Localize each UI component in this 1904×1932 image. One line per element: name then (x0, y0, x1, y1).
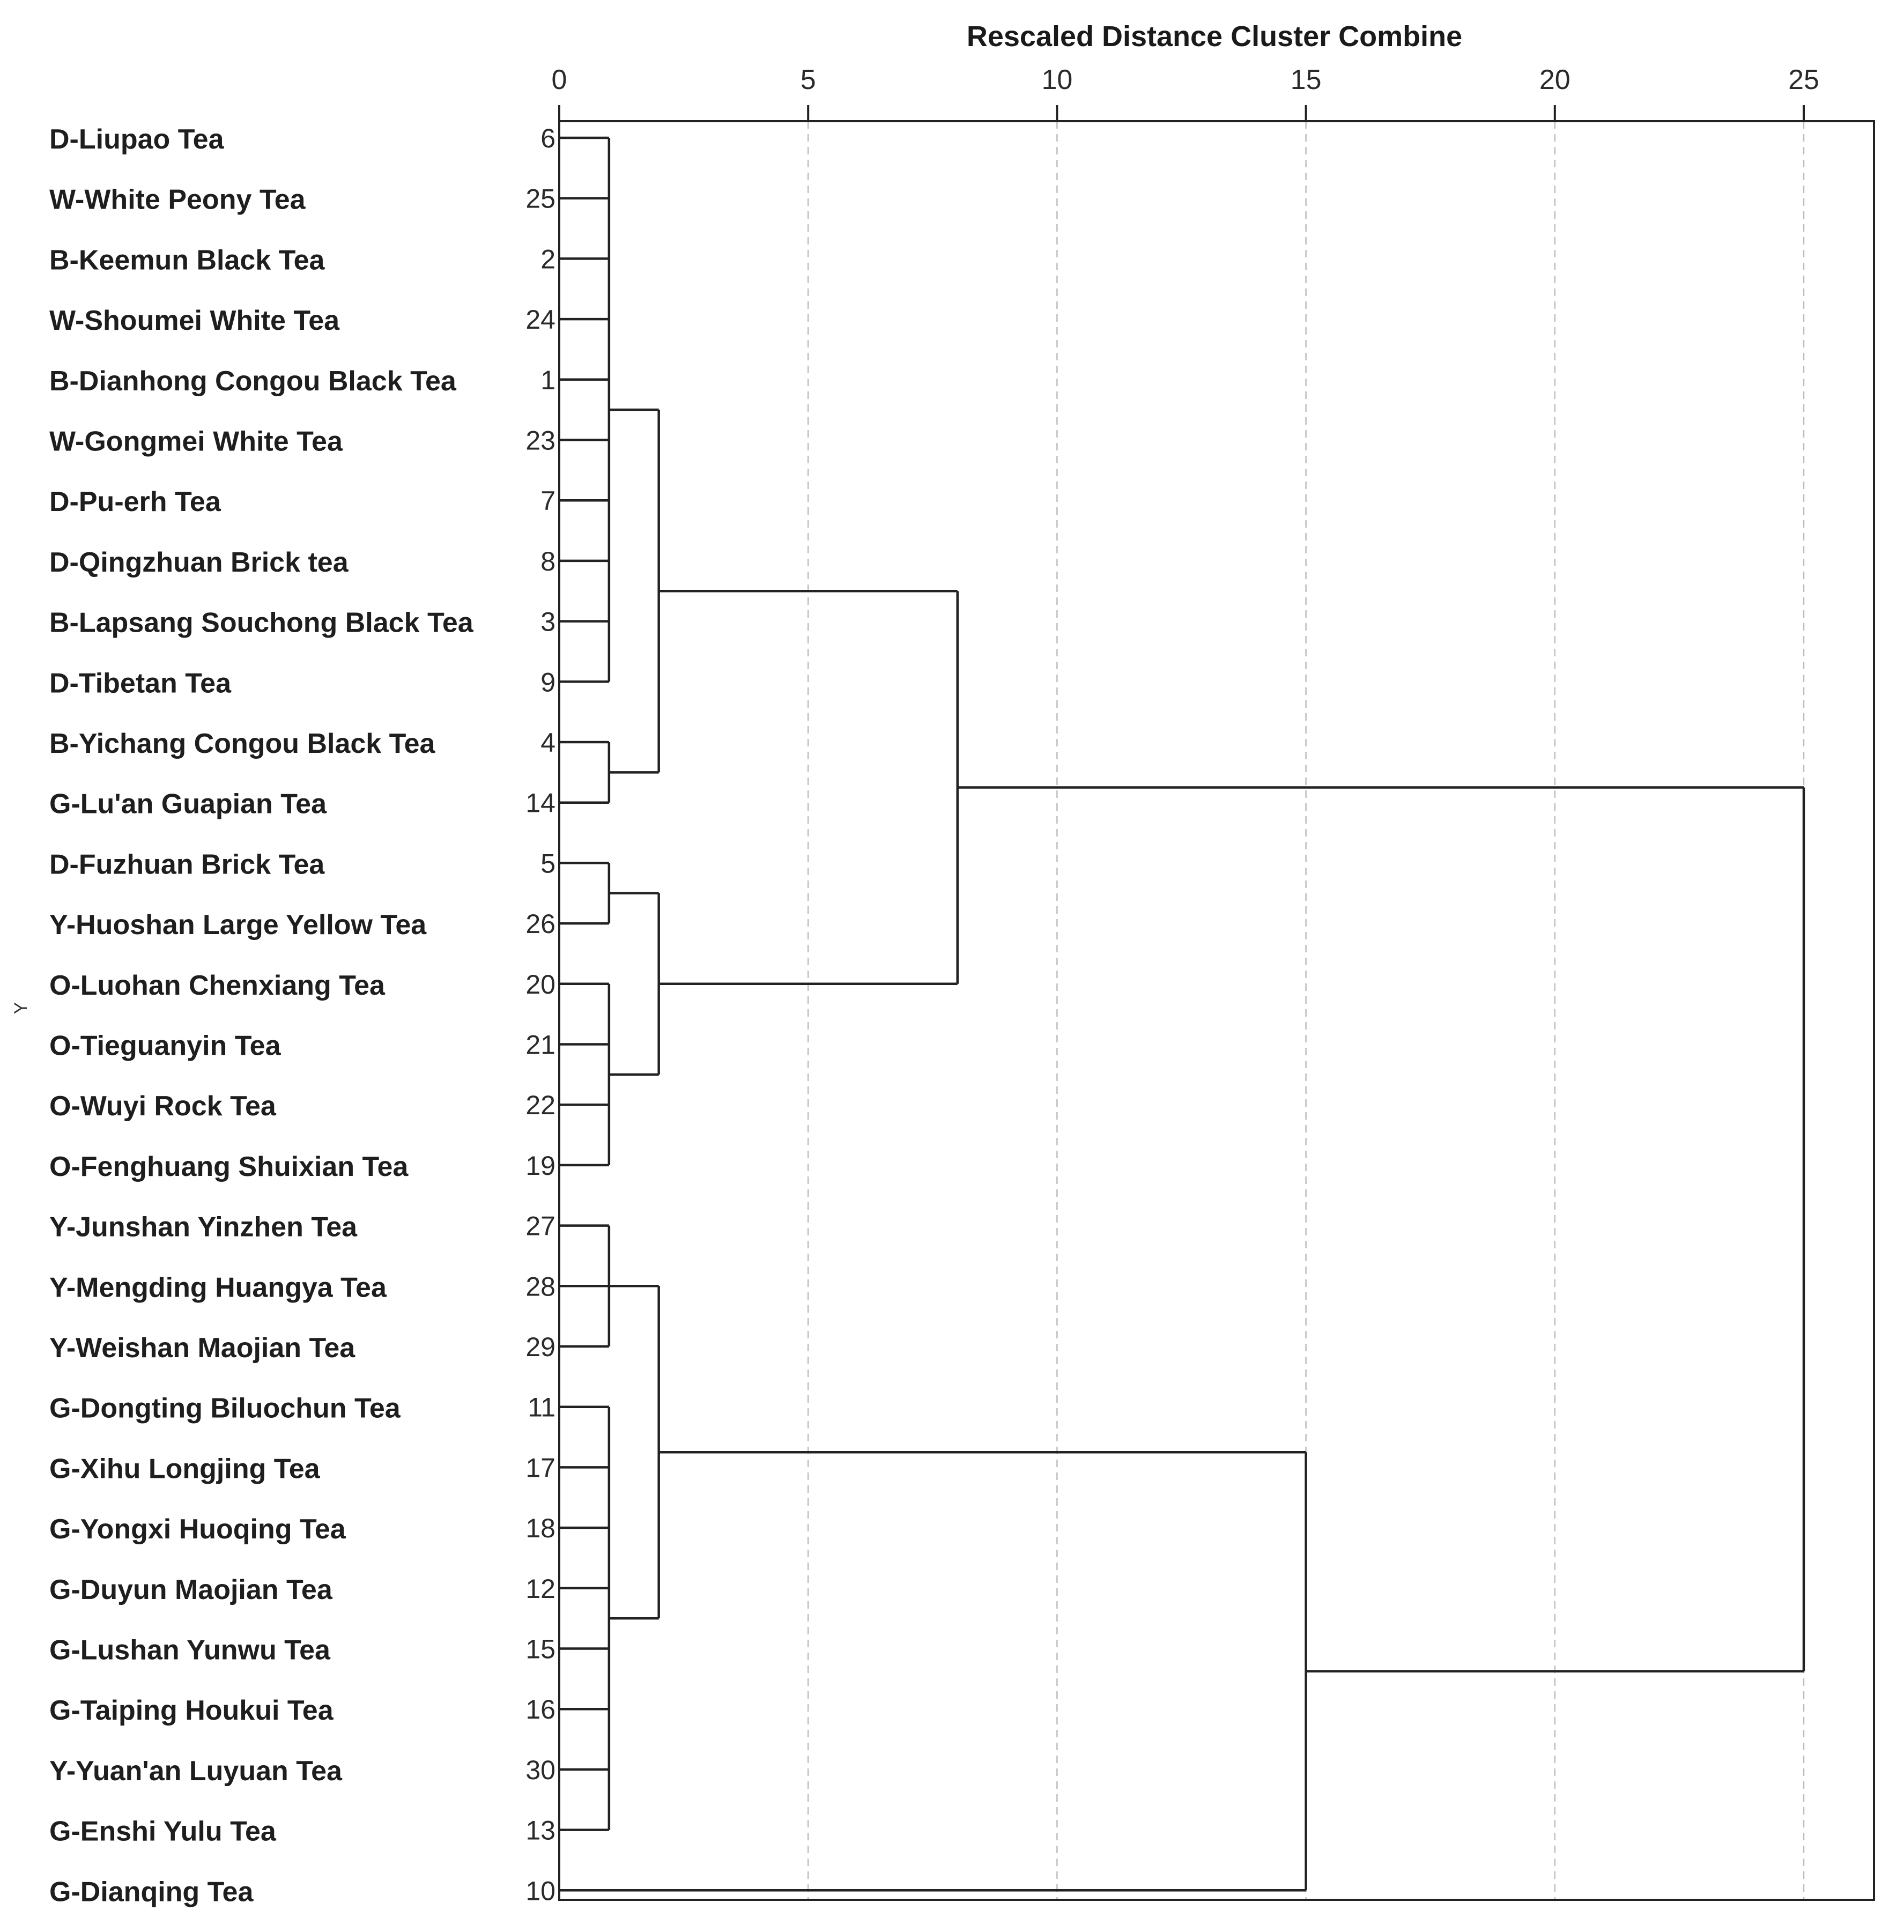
x-axis: 0 5 10 15 20 25 (552, 64, 1819, 121)
leaf-case-number: 17 (525, 1453, 555, 1483)
leaf-case-number: 26 (525, 909, 555, 939)
leaf-name: D-Qingzhuan Brick tea (49, 547, 349, 578)
x-tick-label-5: 5 (801, 64, 816, 95)
leaf-name: D-Pu-erh Tea (49, 486, 221, 517)
leaf-name: G-Dongting Biluochun Tea (49, 1393, 401, 1424)
leaf-name: W-White Peony Tea (49, 184, 306, 216)
leaf-case-number: 7 (540, 486, 555, 516)
x-tick-label-0: 0 (552, 64, 567, 95)
leaf-case-number: 30 (525, 1755, 555, 1785)
leaf-name: O-Luohan Chenxiang Tea (49, 970, 386, 1001)
leaf-case-number: 1 (540, 365, 555, 395)
y-axis-label: Y (11, 1002, 31, 1015)
leaf-case-number: 13 (525, 1816, 555, 1846)
leaf-case-number: 6 (540, 123, 555, 153)
leaf-case-number: 12 (525, 1574, 555, 1604)
leaf-case-number: 14 (525, 788, 555, 818)
leaf-case-number: 27 (525, 1211, 555, 1241)
plot-frame (558, 120, 1875, 1901)
x-tick-label-20: 20 (1539, 64, 1570, 95)
leaf-name: O-Wuyi Rock Tea (49, 1091, 277, 1122)
leaf-case-number: 19 (525, 1151, 555, 1181)
dendrogram-links (559, 136, 1805, 1892)
leaf-case-number: 5 (540, 848, 555, 878)
leaf-case-number: 29 (525, 1332, 555, 1362)
leaf-name: G-Lu'an Guapian Tea (49, 789, 327, 820)
leaf-name: Y-Junshan Yinzhen Tea (49, 1212, 358, 1243)
leaf-name: B-Yichang Congou Black Tea (49, 728, 435, 759)
leaf-name: G-Duyun Maojian Tea (49, 1574, 333, 1605)
leaf-case-number: 25 (525, 184, 555, 214)
leaf-name: W-Gongmei White Tea (49, 426, 343, 457)
leaf-case-number: 10 (525, 1876, 555, 1906)
leaf-name: D-Liupao Tea (49, 124, 225, 155)
leaf-name: D-Fuzhuan Brick Tea (49, 849, 325, 880)
leaf-name: G-Lushan Yunwu Tea (49, 1635, 331, 1666)
leaf-case-number: 3 (540, 607, 555, 637)
leaf-case-number: 2 (540, 244, 555, 274)
leaf-name: G-Yongxi Huoqing Tea (49, 1514, 346, 1545)
leaf-name: B-Keemun Black Tea (49, 245, 325, 276)
leaf-name: B-Dianhong Congou Black Tea (49, 366, 457, 397)
leaf-case-number: 15 (525, 1634, 555, 1664)
leaf-case-number: 8 (540, 546, 555, 576)
leaf-name: Y-Yuan'an Luyuan Tea (49, 1756, 343, 1787)
leaf-name: W-Shoumei White Tea (49, 305, 340, 336)
leaf-name: G-Dianqing Tea (49, 1876, 254, 1907)
leaf-name: O-Fenghuang Shuixian Tea (49, 1151, 409, 1182)
leaf-case-number: 24 (525, 305, 555, 335)
leaf-case-number: 23 (525, 426, 555, 456)
x-tick-label-10: 10 (1041, 64, 1072, 95)
leaf-case-number: 16 (525, 1694, 555, 1724)
leaf-name: D-Tibetan Tea (49, 668, 232, 699)
x-axis-title: Rescaled Distance Cluster Combine (967, 20, 1462, 53)
leaf-case-number: 22 (525, 1090, 555, 1120)
leaf-case-number: 20 (525, 969, 555, 1000)
leaf-name: Y-Mengding Huangya Tea (49, 1272, 387, 1303)
leaf-name: G-Enshi Yulu Tea (49, 1816, 277, 1847)
leaf-name: G-Xihu Longjing Tea (49, 1453, 321, 1484)
leaf-case-number: 21 (525, 1030, 555, 1060)
leaf-name: B-Lapsang Souchong Black Tea (49, 608, 474, 639)
leaf-name: G-Taiping Houkui Tea (49, 1695, 334, 1726)
leaf-case-number: 11 (528, 1393, 555, 1423)
leaf-name: Y-Huoshan Large Yellow Tea (49, 909, 427, 941)
x-tick-label-15: 15 (1291, 64, 1322, 95)
leaf-name: Y-Weishan Maojian Tea (49, 1333, 355, 1364)
leaf-case-number: 4 (540, 728, 555, 758)
leaf-case-number: 9 (540, 667, 555, 697)
leaf-case-number: 18 (525, 1513, 555, 1543)
x-tick-label-25: 25 (1788, 64, 1819, 95)
leaf-case-number: 28 (525, 1271, 555, 1301)
leaf-name: O-Tieguanyin Tea (49, 1031, 281, 1062)
